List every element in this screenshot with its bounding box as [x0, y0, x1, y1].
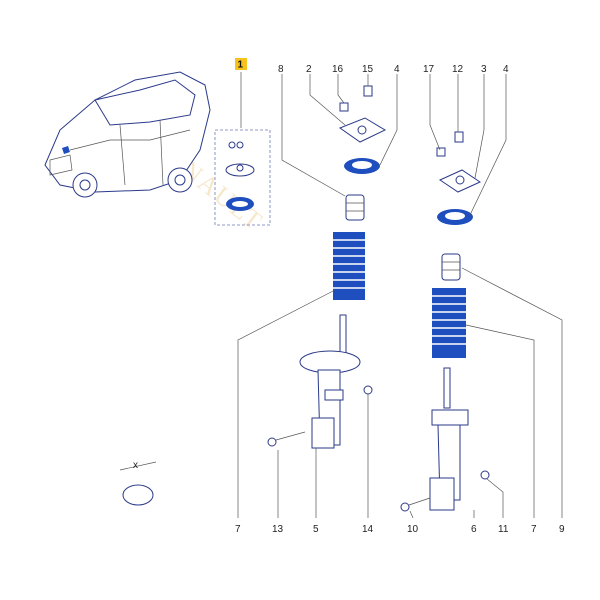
label-8: 8 [278, 64, 284, 75]
label-6: 6 [471, 524, 477, 535]
label-12: 12 [452, 64, 464, 75]
kit-parts [225, 141, 255, 211]
label-11: 11 [498, 524, 509, 535]
wheel-hub-icon: x [119, 460, 157, 506]
label-2: 2 [306, 64, 312, 75]
label-7-right: 7 [531, 524, 537, 535]
leader-lines [237, 74, 563, 519]
assembly-label-highlight [235, 58, 247, 70]
bolt-left [267, 431, 306, 447]
svg-text:x: x [133, 460, 138, 471]
label-17: 17 [423, 64, 435, 75]
label-16: 16 [332, 64, 344, 75]
label-9: 9 [559, 524, 565, 535]
left-strut [299, 85, 387, 449]
label-14: 14 [362, 524, 374, 535]
label-main-assembly: 1 [238, 60, 244, 71]
right-strut [429, 131, 490, 511]
label-3: 3 [481, 64, 487, 75]
label-15: 15 [362, 64, 374, 75]
bolt-right [400, 497, 431, 512]
label-13: 13 [272, 524, 284, 535]
label-10: 10 [407, 524, 419, 535]
label-4-right: 4 [503, 64, 509, 75]
kit-box [214, 129, 271, 226]
label-7-left: 7 [235, 524, 241, 535]
car-illustration [44, 71, 211, 198]
label-4-left: 4 [394, 64, 400, 75]
label-5: 5 [313, 524, 319, 535]
